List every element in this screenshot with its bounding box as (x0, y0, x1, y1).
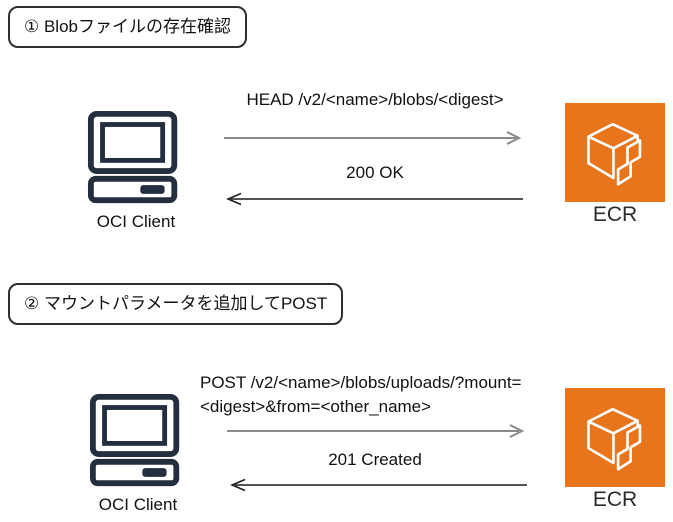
request-message: POST /v2/<name>/blobs/uploads/?mount= <d… (200, 371, 578, 419)
request-text-line2: <digest>&from=<other_name> (200, 397, 432, 416)
server-label: ECR (592, 203, 638, 226)
request-message: HEAD /v2/<name>/blobs/<digest> (200, 90, 550, 110)
computer-icon (87, 110, 178, 204)
request-text: HEAD /v2/<name>/blobs/<digest> (246, 90, 504, 109)
response-message: 200 OK (346, 163, 404, 182)
computer-icon (89, 393, 180, 487)
step-1-label-box: ① Blobファイルの存在確認 (8, 6, 247, 48)
server-label: ECR (592, 488, 638, 511)
response-arrow-left (230, 478, 527, 492)
response-message: 201 Created (328, 450, 422, 469)
ecr-service-box (565, 103, 665, 202)
request-arrow-right (227, 424, 525, 438)
response-arrow-left (226, 192, 523, 206)
ecr-cube-icon (587, 407, 642, 471)
step-2-label: ② マウントパラメータを追加してPOST (24, 294, 328, 313)
step-2-label-box: ② マウントパラメータを追加してPOST (8, 283, 344, 325)
client-label: OCI Client (96, 212, 176, 231)
ecr-service-box (565, 388, 665, 487)
client-label: OCI Client (98, 495, 178, 514)
step-1-label: ① Blobファイルの存在確認 (24, 17, 231, 36)
ecr-cube-icon (587, 122, 642, 186)
request-arrow-right (224, 131, 522, 145)
request-text-line1: POST /v2/<name>/blobs/uploads/?mount= (200, 373, 522, 392)
